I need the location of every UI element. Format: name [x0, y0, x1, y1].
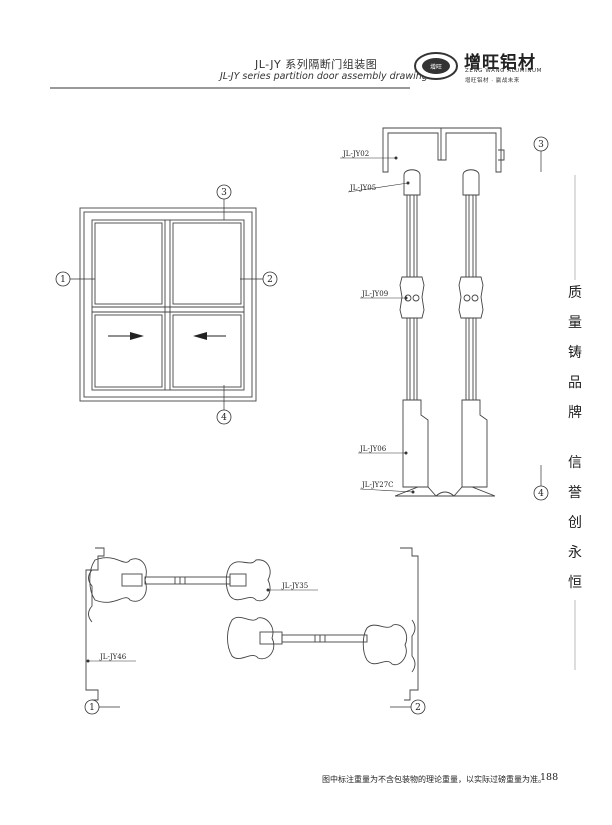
slogan-char-4: 品: [568, 375, 582, 391]
slide-arrow-left: [193, 332, 226, 340]
elev-marker-4: 4: [216, 385, 232, 425]
svg-text:2: 2: [415, 703, 421, 713]
slogan-char-1: 质: [568, 285, 582, 301]
slogan-char-7: 誉: [568, 485, 582, 501]
slogan-char-5: 牌: [568, 405, 582, 421]
elev-marker-2: 2: [240, 271, 278, 287]
plan-section: [85, 547, 419, 701]
part-label-jy27c: JL-JY27C: [362, 481, 394, 489]
elev-marker-1: 1: [55, 271, 95, 287]
plan-marker-1: 1: [84, 699, 120, 715]
part-label-jy09: JL-JY09: [362, 290, 389, 298]
part-label-jy46: JL-JY46: [100, 653, 127, 661]
part-leaders-section: [340, 156, 415, 494]
brand-logo: 增旺: [414, 52, 458, 80]
slogan-char-2: 量: [568, 315, 582, 331]
slide-arrow-right: [108, 332, 144, 340]
part-label-jy02: JL-JY02: [343, 150, 370, 158]
brand-name: 增旺铝材: [464, 53, 536, 73]
vertical-section: [382, 127, 505, 497]
svg-text:1: 1: [60, 275, 66, 285]
part-label-jy35: JL-JY35: [282, 582, 309, 590]
slogan-char-3: 铸: [568, 345, 582, 361]
slogan-char-10: 恒: [568, 575, 582, 591]
page-title-cn: JL-JY 系列隔断门组装图: [255, 58, 378, 71]
svg-text:4: 4: [221, 413, 227, 423]
svg-text:2: 2: [267, 275, 273, 285]
page-number: 188: [540, 772, 559, 783]
slogan-char-6: 信: [568, 455, 582, 471]
plan-marker-2: 2: [390, 699, 426, 715]
svg-text:3: 3: [538, 140, 544, 150]
svg-text:3: 3: [221, 188, 227, 198]
brand-pinyin: ZENG WANG ALUMINUM: [465, 68, 543, 74]
brand-slogan: 增旺铝材 · 赢战未来: [465, 78, 520, 84]
slogan-char-9: 永: [568, 545, 582, 561]
slogan-char-8: 创: [568, 515, 582, 531]
door-elevation: [79, 207, 257, 402]
page-title-en: JL-JY series partition door assembly dra…: [220, 71, 428, 82]
footer-note: 图中标注重量为不含包装物的理论重量，以实际过磅重量为准。: [322, 775, 546, 784]
elev-marker-3: 3: [216, 184, 232, 220]
svg-text:1: 1: [89, 703, 95, 713]
svg-text:4: 4: [538, 489, 544, 499]
part-leaders-plan: [86, 588, 318, 663]
logo-text: 增旺: [430, 63, 442, 71]
section-marker-4: 4: [533, 465, 549, 501]
part-label-jy06: JL-JY06: [360, 445, 387, 453]
part-label-jy05: JL-JY05: [350, 184, 377, 192]
section-marker-3: 3: [533, 136, 549, 172]
